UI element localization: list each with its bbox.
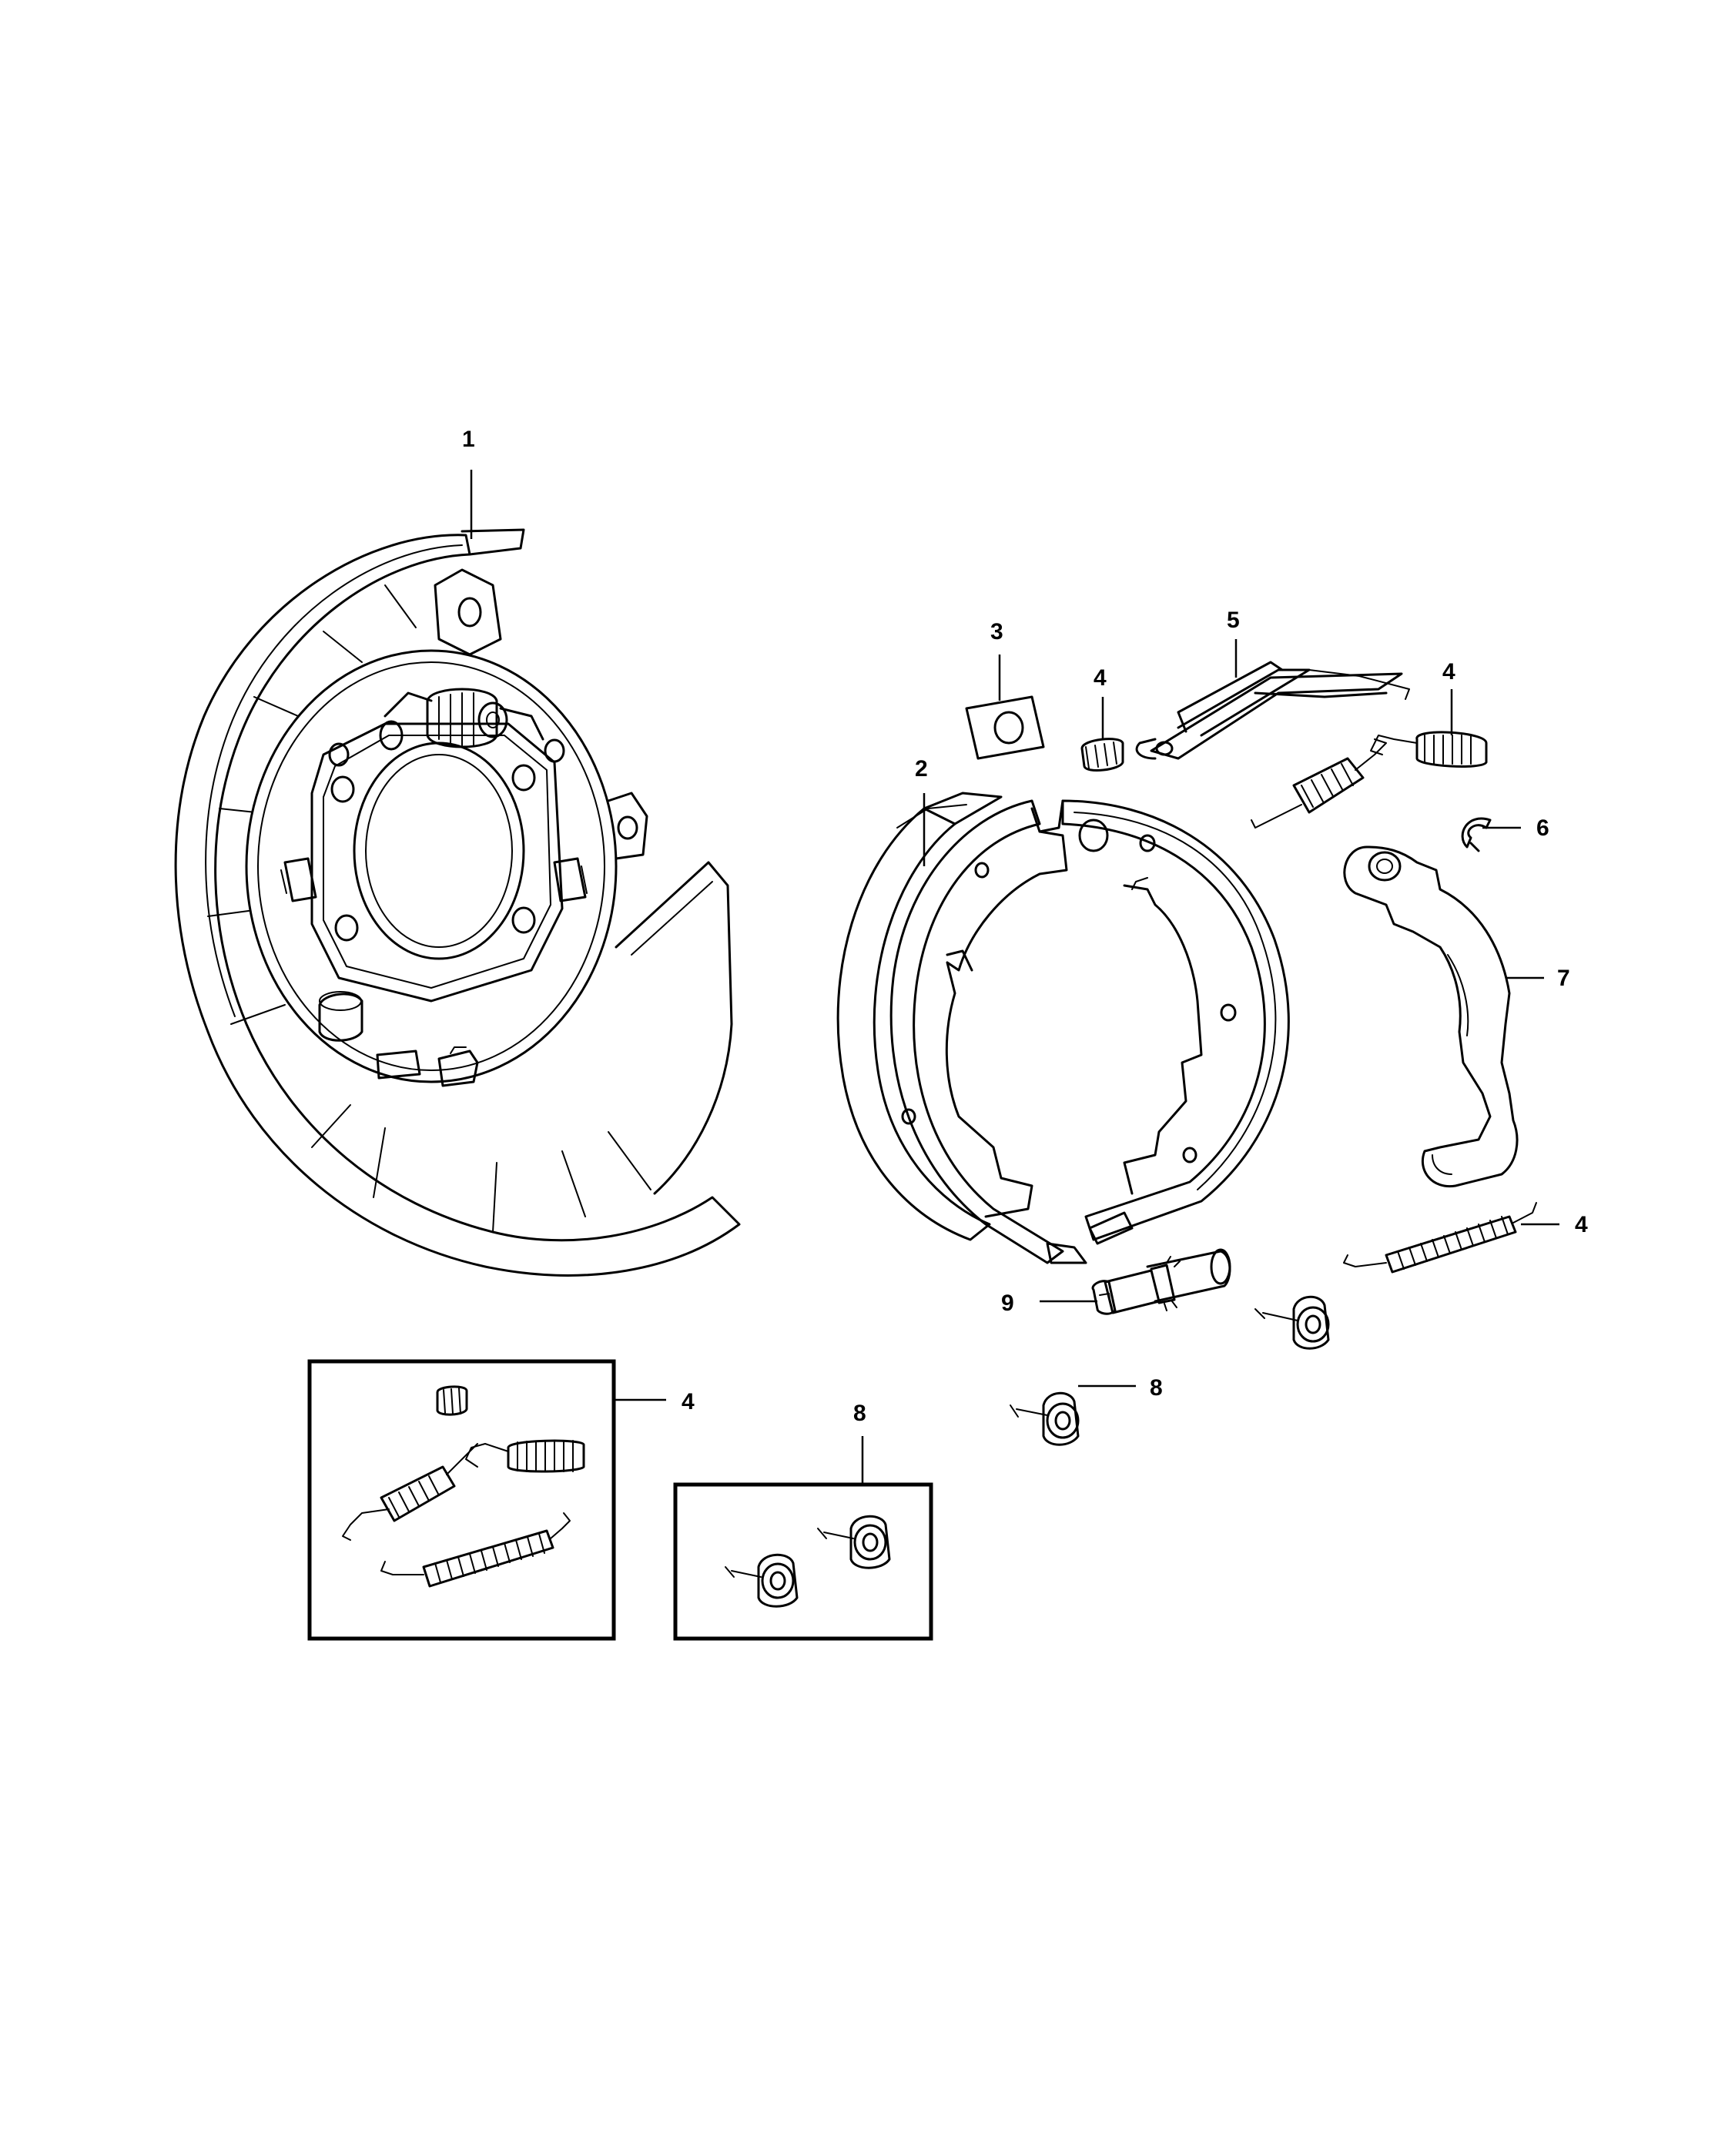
callout-4b: 4 (1442, 659, 1455, 685)
callout-4a: 4 (1094, 665, 1107, 691)
lever-icon (1343, 845, 1519, 1188)
spring-icon (380, 1512, 571, 1588)
callout-8b: 8 (853, 1401, 866, 1426)
spring-kit-box (307, 1359, 616, 1641)
adjuster-icon (965, 695, 1045, 760)
callout-2: 2 (915, 756, 928, 782)
spring-icon (436, 1385, 468, 1416)
spring-icon (342, 1443, 478, 1541)
brake-shoe-icon (836, 792, 1290, 1264)
adjuster-icon (1091, 1248, 1231, 1315)
hold-down-icon (725, 1553, 799, 1608)
callout-8a: 8 (1150, 1375, 1163, 1401)
lever-icon (1135, 661, 1410, 760)
spring-icon (1080, 738, 1124, 772)
hold-down-kit-box (673, 1482, 933, 1641)
callout-7: 7 (1557, 966, 1570, 991)
callout-4d: 4 (682, 1389, 695, 1414)
hold-down-icon (1010, 1295, 1330, 1446)
backing-plate-icon (174, 528, 741, 1277)
callout-6: 6 (1536, 815, 1549, 841)
spring-icon (1251, 731, 1488, 829)
spring-icon (465, 1439, 585, 1473)
adjuster-icon (1461, 817, 1492, 852)
callout-4c: 4 (1575, 1212, 1588, 1237)
callout-1: 1 (462, 427, 475, 452)
spring-icon (1343, 1202, 1537, 1274)
callout-3: 3 (990, 619, 1003, 644)
callout-9: 9 (1001, 1291, 1014, 1316)
callout-5: 5 (1227, 608, 1240, 633)
hold-down-icon (817, 1515, 891, 1569)
